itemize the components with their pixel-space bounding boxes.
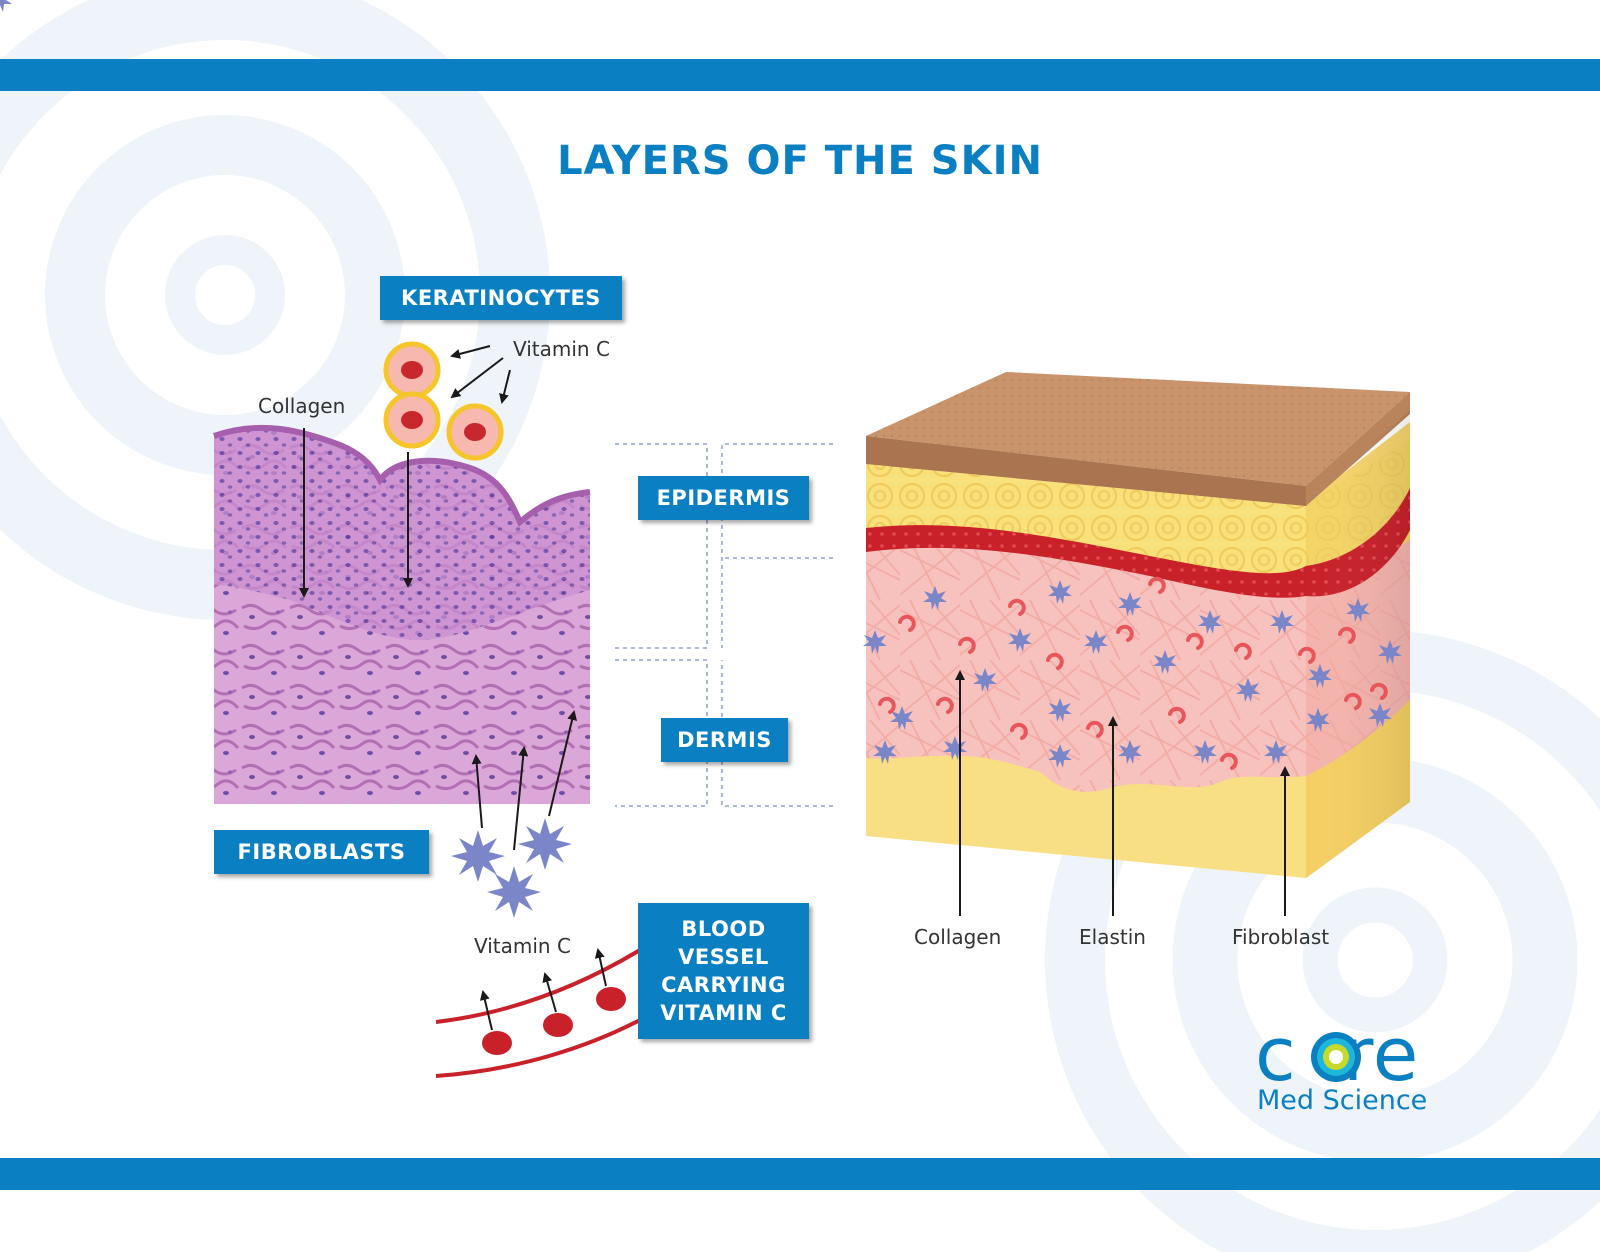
blood-vessel-label: BLOOD VESSEL CARRYING VITAMIN C — [638, 903, 809, 1039]
vitamin-c-annotation-top: Vitamin C — [513, 337, 610, 361]
histology-image — [213, 424, 591, 804]
keratinocyte-cells — [383, 341, 504, 461]
collagen-annotation-left: Collagen — [258, 394, 346, 418]
fibroblast-stars — [451, 818, 572, 918]
vitamin-c-annotation-bottom: Vitamin C — [474, 934, 571, 958]
page-title: LAYERS OF THE SKIN — [557, 138, 1043, 184]
fibroblast-annotation: Fibroblast — [1232, 925, 1330, 949]
epidermis-label: EPIDERMIS — [638, 476, 809, 520]
keratinocytes-label: KERATINOCYTES — [380, 276, 622, 320]
blood-vessel — [435, 948, 642, 1078]
blood-vessel-label-line-3: CARRYING — [661, 973, 786, 997]
blood-vessel-label-line-2: VESSEL — [678, 945, 769, 969]
top-banner-bar — [0, 59, 1600, 91]
blood-vessel-label-line-4: VITAMIN C — [660, 1001, 787, 1025]
elastin-annotation: Elastin — [1079, 925, 1146, 949]
bottom-banner-bar — [0, 1158, 1600, 1190]
blood-vessel-label-line-1: BLOOD — [681, 917, 766, 941]
core-med-science-logo: core Med Science — [1255, 1015, 1465, 1116]
skin-block — [866, 372, 1410, 878]
logo-subtitle: Med Science — [1257, 1085, 1428, 1116]
dermis-label: DERMIS — [661, 718, 788, 762]
logo-wordmark: core — [1255, 1015, 1419, 1095]
logo-target-icon — [1311, 1032, 1361, 1082]
fibroblasts-label: FIBROBLASTS — [214, 830, 429, 874]
elastin-arcs — [878, 576, 1388, 770]
collagen-annotation-right: Collagen — [914, 925, 1002, 949]
dermis-fibroblasts — [0, 0, 1402, 768]
logo-word-start: c — [1255, 1012, 1297, 1098]
